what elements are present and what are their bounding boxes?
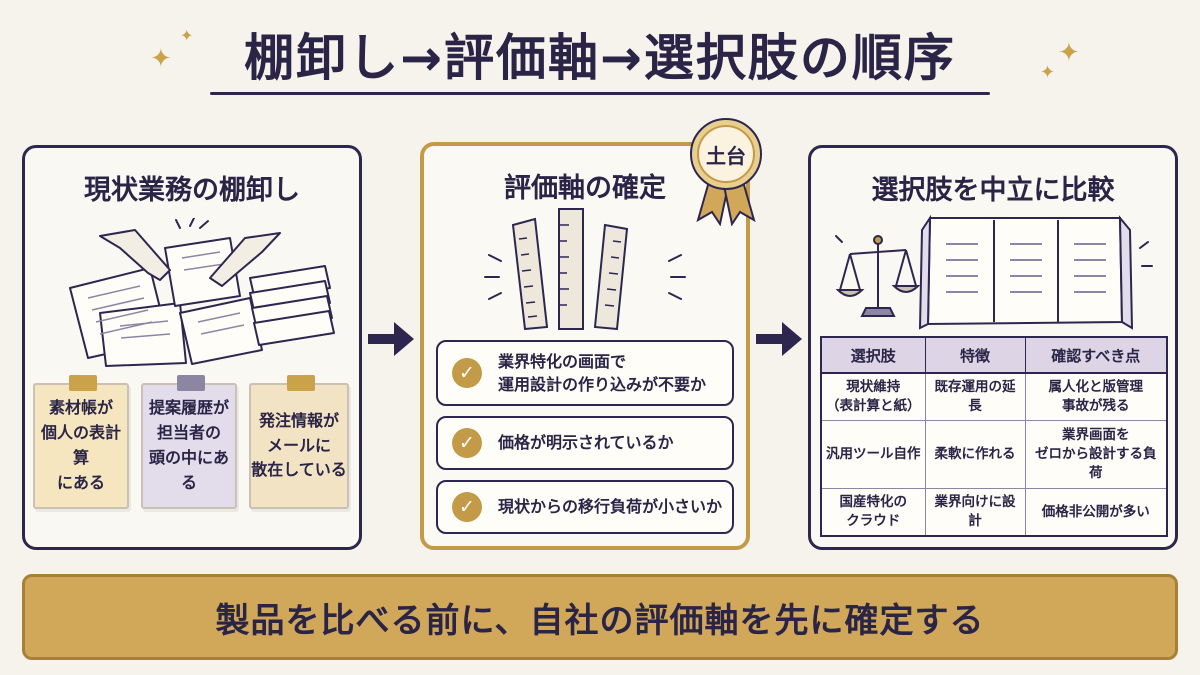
check-item: ✓ 価格が明示されているか [436, 416, 734, 470]
note-proposal-history: 提案履歴が 担当者の 頭の中にある [141, 375, 237, 509]
table-cell: 国産特化の クラウド [821, 487, 926, 536]
table-row: 現状維持 （表計算と紙） 既存運用の延長 属人化と版管理 事故が残る [821, 372, 1167, 421]
table-cell: 業界向けに設計 [925, 487, 1026, 536]
title-underline [210, 92, 990, 95]
table-header: 確認すべき点 [1025, 337, 1167, 374]
panel-title: 現状業務の棚卸し [84, 175, 300, 206]
comparison-table: 選択肢 特徴 確認すべき点 現状維持 （表計算と紙） 既存運用の延長 属人化と版… [820, 336, 1168, 537]
tape [287, 375, 315, 391]
table-row: 汎用ツール自作 柔軟に作れる 業界画面を ゼロから設計する負荷 [821, 420, 1167, 489]
table-cell: 現状維持 （表計算と紙） [821, 372, 926, 421]
table-cell: 業界画面を ゼロから設計する負荷 [1025, 420, 1167, 489]
scales-board-illustration [835, 214, 1153, 330]
banner-text: 製品を比べる前に、自社の評価軸を先に確定する [215, 600, 985, 641]
sparkle-icon: ✦ [1058, 38, 1080, 68]
check-icon: ✓ [452, 492, 482, 522]
panel-title: 評価軸の確定 [504, 173, 666, 204]
tape [69, 375, 97, 391]
check-text: 業界特化の画面で 運用設計の作り込みが不要か [498, 351, 707, 394]
badge-label: 土台 [706, 143, 746, 168]
table-row: 国産特化の クラウド 業界向けに設計 価格非公開が多い [821, 487, 1167, 536]
check-icon: ✓ [452, 358, 482, 388]
table-header: 特徴 [925, 337, 1026, 374]
note-text: 素材帳が 個人の表計算 にある [40, 398, 121, 492]
check-icon: ✓ [452, 428, 482, 458]
tape [177, 375, 205, 391]
table-header-row: 選択肢 特徴 確認すべき点 [821, 337, 1167, 374]
note-order-info: 発注情報が メールに 散在している [249, 375, 349, 509]
sparkle-icon: ✦ [1040, 62, 1056, 83]
table-header: 選択肢 [821, 337, 926, 374]
panel-title: 選択肢を中立に比較 [871, 175, 1115, 206]
table-cell: 既存運用の延長 [925, 372, 1026, 421]
foundation-badge: 土台 [688, 116, 764, 226]
check-text: 現状からの移行負荷が小さいか [498, 497, 723, 517]
check-text: 価格が明示されているか [498, 433, 674, 453]
note-text: 提案履歴が 担当者の 頭の中にある [148, 398, 229, 492]
note-text: 発注情報が メールに 散在している [251, 410, 347, 480]
page-title: 棚卸し→評価軸→選択肢の順序 [244, 29, 956, 87]
table-cell: 属人化と版管理 事故が残る [1025, 372, 1167, 421]
arrow-right-icon [368, 322, 414, 356]
table-cell: 柔軟に作れる [925, 420, 1026, 489]
sparkle-icon: ✦ [180, 26, 194, 45]
check-item: ✓ 業界特化の画面で 運用設計の作り込みが不要か [436, 340, 734, 406]
papers-illustration [69, 218, 335, 367]
check-item: ✓ 現状からの移行負荷が小さいか [436, 480, 734, 534]
note-material-ledger: 素材帳が 個人の表計算 にある [33, 375, 129, 509]
table-cell: 汎用ツール自作 [821, 420, 926, 489]
summary-banner: 製品を比べる前に、自社の評価軸を先に確定する [22, 574, 1178, 660]
arrow-right-icon [756, 322, 802, 356]
sparkle-icon: ✦ [150, 44, 172, 74]
rulers-illustration [484, 208, 686, 330]
table-cell: 価格非公開が多い [1025, 487, 1167, 536]
